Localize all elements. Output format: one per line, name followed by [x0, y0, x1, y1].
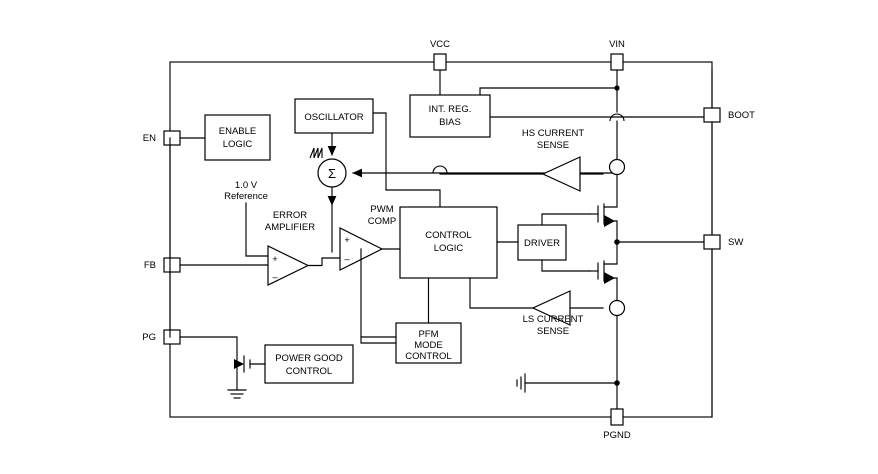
sw-junction-dot — [614, 239, 620, 245]
pwm-comp-label-line2: COMP — [368, 216, 397, 227]
low-side-mosfet — [589, 241, 618, 309]
block-pfm-mode-control[interactable]: PFM MODE CONTROL — [395, 322, 462, 364]
block-power-good-control[interactable]: POWER GOOD CONTROL — [264, 344, 354, 384]
hs-current-sense-amplifier: HS CURRENT SENSE — [439, 128, 626, 192]
block-control-logic[interactable]: CONTROL LOGIC — [399, 206, 498, 279]
sawtooth-ramp-icon — [309, 147, 323, 159]
pwm-comparator: + – PWM COMP — [339, 204, 401, 344]
oscillator-label: OSCILLATOR — [304, 112, 363, 123]
driver-label: DRIVER — [524, 238, 560, 249]
control-logic-line2: LOGIC — [434, 243, 464, 254]
pfm-line1: PFM — [418, 329, 438, 340]
error-amp-label-line1: ERROR — [273, 210, 307, 221]
block-int-reg-bias[interactable]: INT. REG. BIAS — [409, 94, 491, 138]
error-amplifier: + – ERROR AMPLIFIER 1.0 V Reference — [179, 180, 341, 286]
pin-pg[interactable]: PG — [142, 329, 181, 345]
int-reg-bias-line2: BIAS — [439, 117, 461, 128]
block-oscillator[interactable]: OSCILLATOR — [294, 98, 374, 134]
pfm-line3: CONTROL — [405, 351, 451, 362]
pwm-comp-minus: – — [344, 254, 350, 265]
pin-boot[interactable]: BOOT — [703, 107, 755, 123]
wires-oscillator — [327, 112, 441, 208]
error-amp-minus: – — [272, 272, 278, 283]
pin-sw[interactable]: SW — [703, 234, 743, 250]
pin-boot-label: BOOT — [728, 110, 755, 121]
hs-current-sense-line1: HS CURRENT — [522, 128, 584, 139]
reference-label-line2: Reference — [224, 191, 268, 202]
ls-current-sense-line2: SENSE — [537, 326, 569, 337]
pin-vin[interactable]: VIN — [609, 39, 625, 71]
control-logic-line1: CONTROL — [425, 230, 471, 241]
power-good-line1: POWER GOOD — [275, 353, 343, 364]
junction-dot — [614, 85, 620, 91]
ls-sense-node-circle — [608, 299, 626, 317]
int-reg-bias-line1: INT. REG. — [429, 104, 472, 115]
power-good-line2: CONTROL — [286, 366, 332, 377]
pin-pgnd-label: PGND — [603, 430, 631, 441]
high-side-mosfet — [589, 159, 618, 243]
ls-current-sense-amplifier: LS CURRENT SENSE — [523, 290, 626, 337]
reference-label-line1: 1.0 V — [235, 180, 258, 191]
wires-supply — [439, 69, 713, 418]
wires-enable — [169, 137, 206, 338]
pin-en[interactable]: EN — [143, 130, 181, 146]
enable-logic-line1: ENABLE — [219, 126, 257, 137]
summing-node-symbol: Σ — [328, 166, 336, 181]
error-amp-plus: + — [272, 254, 278, 265]
pin-vin-label: VIN — [609, 39, 625, 50]
pwm-comp-label-line1: PWM — [370, 204, 393, 215]
pfm-line2: MODE — [414, 340, 443, 351]
hs-current-sense-line2: SENSE — [537, 140, 569, 151]
block-enable-logic[interactable]: ENABLE LOGIC — [204, 114, 271, 161]
pwm-comp-plus: + — [344, 235, 350, 246]
pin-en-label: EN — [143, 133, 156, 144]
ls-current-sense-line1: LS CURRENT — [523, 314, 584, 325]
pin-pgnd[interactable]: PGND — [603, 408, 631, 441]
pin-vcc[interactable]: VCC — [430, 39, 450, 71]
pin-pg-label: PG — [142, 332, 156, 343]
sw-node — [614, 239, 705, 245]
block-driver[interactable]: DRIVER — [517, 224, 567, 261]
error-amp-label-line2: AMPLIFIER — [265, 222, 315, 233]
wires-driver-gates — [541, 213, 591, 272]
pin-fb-label: FB — [144, 260, 156, 271]
pin-vcc-label: VCC — [430, 39, 450, 50]
power-good-open-drain-mosfet — [179, 336, 266, 399]
enable-logic-line2: LOGIC — [223, 139, 253, 150]
pin-fb[interactable]: FB — [144, 257, 181, 273]
pin-sw-label: SW — [728, 237, 743, 248]
wires-pgnd — [516, 307, 620, 410]
hs-sense-node-circle — [608, 158, 626, 176]
